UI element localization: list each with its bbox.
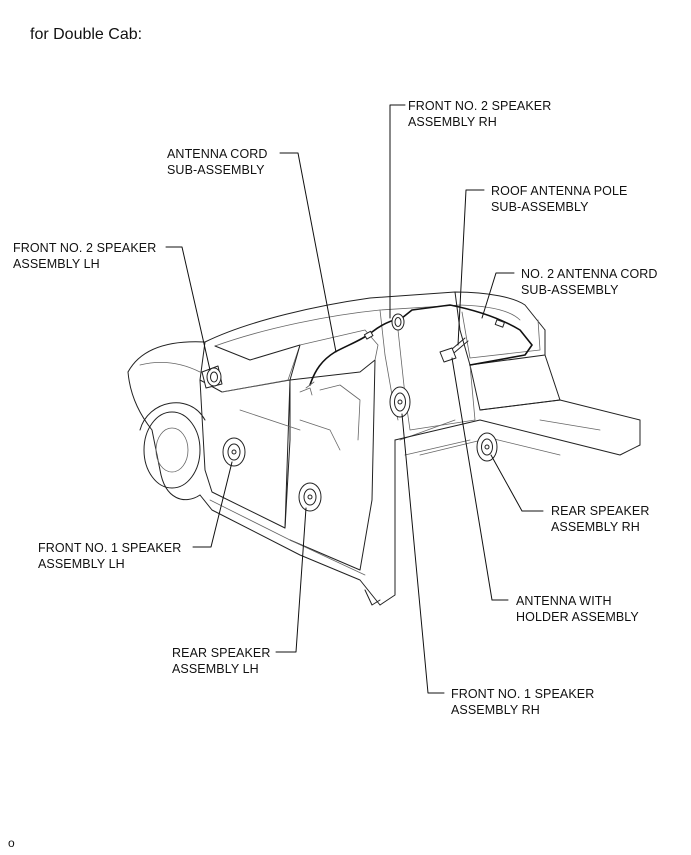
leader-front1-rh bbox=[401, 413, 445, 694]
label-front-no2-speaker-rh: FRONT NO. 2 SPEAKER ASSEMBLY RH bbox=[408, 99, 552, 129]
bed-top-rail bbox=[479, 399, 641, 446]
label-front-no1-speaker-rh: FRONT NO. 1 SPEAKER ASSEMBLY RH bbox=[451, 687, 595, 717]
interior-floor bbox=[239, 409, 471, 456]
antenna-cord-stub bbox=[299, 381, 315, 396]
hood-crease bbox=[139, 361, 201, 373]
rocker-panel bbox=[199, 494, 381, 606]
rear-pillar-trim bbox=[397, 329, 476, 431]
leader-front2-lh bbox=[165, 246, 211, 371]
leader-front2-rh bbox=[389, 104, 406, 319]
speaker-front2-lh bbox=[206, 367, 222, 387]
label-rear-speaker-lh: REAR SPEAKER ASSEMBLY LH bbox=[172, 646, 271, 676]
front-door-window bbox=[221, 344, 301, 393]
roof-outline bbox=[204, 291, 546, 343]
bed-inner bbox=[419, 419, 601, 456]
leader-antenna-holder bbox=[451, 357, 509, 601]
label-antenna-with-holder: ANTENNA WITH HOLDER ASSEMBLY bbox=[516, 594, 639, 624]
footer-code: o bbox=[8, 836, 15, 850]
cord-connector bbox=[363, 330, 374, 340]
front-wheel-hub bbox=[155, 427, 189, 473]
speaker-front1-rh bbox=[389, 386, 411, 418]
label-roof-antenna-pole: ROOF ANTENNA POLE SUB-ASSEMBLY bbox=[491, 184, 628, 214]
hood-outline bbox=[127, 341, 206, 373]
back-window bbox=[461, 311, 541, 359]
front-wheel bbox=[143, 411, 201, 489]
roof-inner-line bbox=[214, 304, 521, 347]
label-antenna-cord: ANTENNA CORD SUB-ASSEMBLY bbox=[167, 147, 268, 177]
windshield-edge bbox=[214, 344, 301, 361]
leader-rear-lh bbox=[275, 507, 307, 653]
leader-antenna-cord bbox=[279, 152, 337, 353]
cord-connector-rear bbox=[494, 319, 505, 328]
front-wheel-arch bbox=[139, 402, 206, 431]
rear-door-window bbox=[299, 329, 379, 361]
leader-rear-rh bbox=[490, 454, 544, 512]
label-rear-speaker-rh: REAR SPEAKER ASSEMBLY RH bbox=[551, 504, 650, 534]
bed-floor bbox=[394, 419, 641, 456]
label-no2-antenna-cord: NO. 2 ANTENNA CORD SUB-ASSEMBLY bbox=[521, 267, 658, 297]
speaker-front1-lh bbox=[222, 437, 246, 467]
speaker-front2-rh bbox=[391, 313, 405, 331]
interior-seat bbox=[299, 384, 361, 451]
leader-front1-lh bbox=[192, 461, 233, 548]
bed-side-front bbox=[379, 439, 396, 606]
antenna-base bbox=[439, 347, 457, 363]
leader-roof-pole bbox=[457, 189, 485, 346]
speaker-rear-rh bbox=[476, 432, 498, 462]
rocker-inner bbox=[209, 499, 366, 576]
b-pillar bbox=[284, 344, 301, 529]
leader-no2-cord bbox=[481, 272, 515, 319]
rear-door-lh bbox=[289, 359, 376, 571]
label-front-no1-speaker-lh: FRONT NO. 1 SPEAKER ASSEMBLY LH bbox=[38, 541, 182, 571]
cab-rear bbox=[454, 291, 546, 366]
speaker-rear-lh bbox=[298, 482, 322, 512]
label-front-no2-speaker-lh: FRONT NO. 2 SPEAKER ASSEMBLY LH bbox=[13, 241, 157, 271]
rocker-bottom bbox=[364, 589, 381, 606]
diagram-title: for Double Cab: bbox=[30, 26, 143, 43]
antenna-cord-path bbox=[309, 304, 533, 386]
